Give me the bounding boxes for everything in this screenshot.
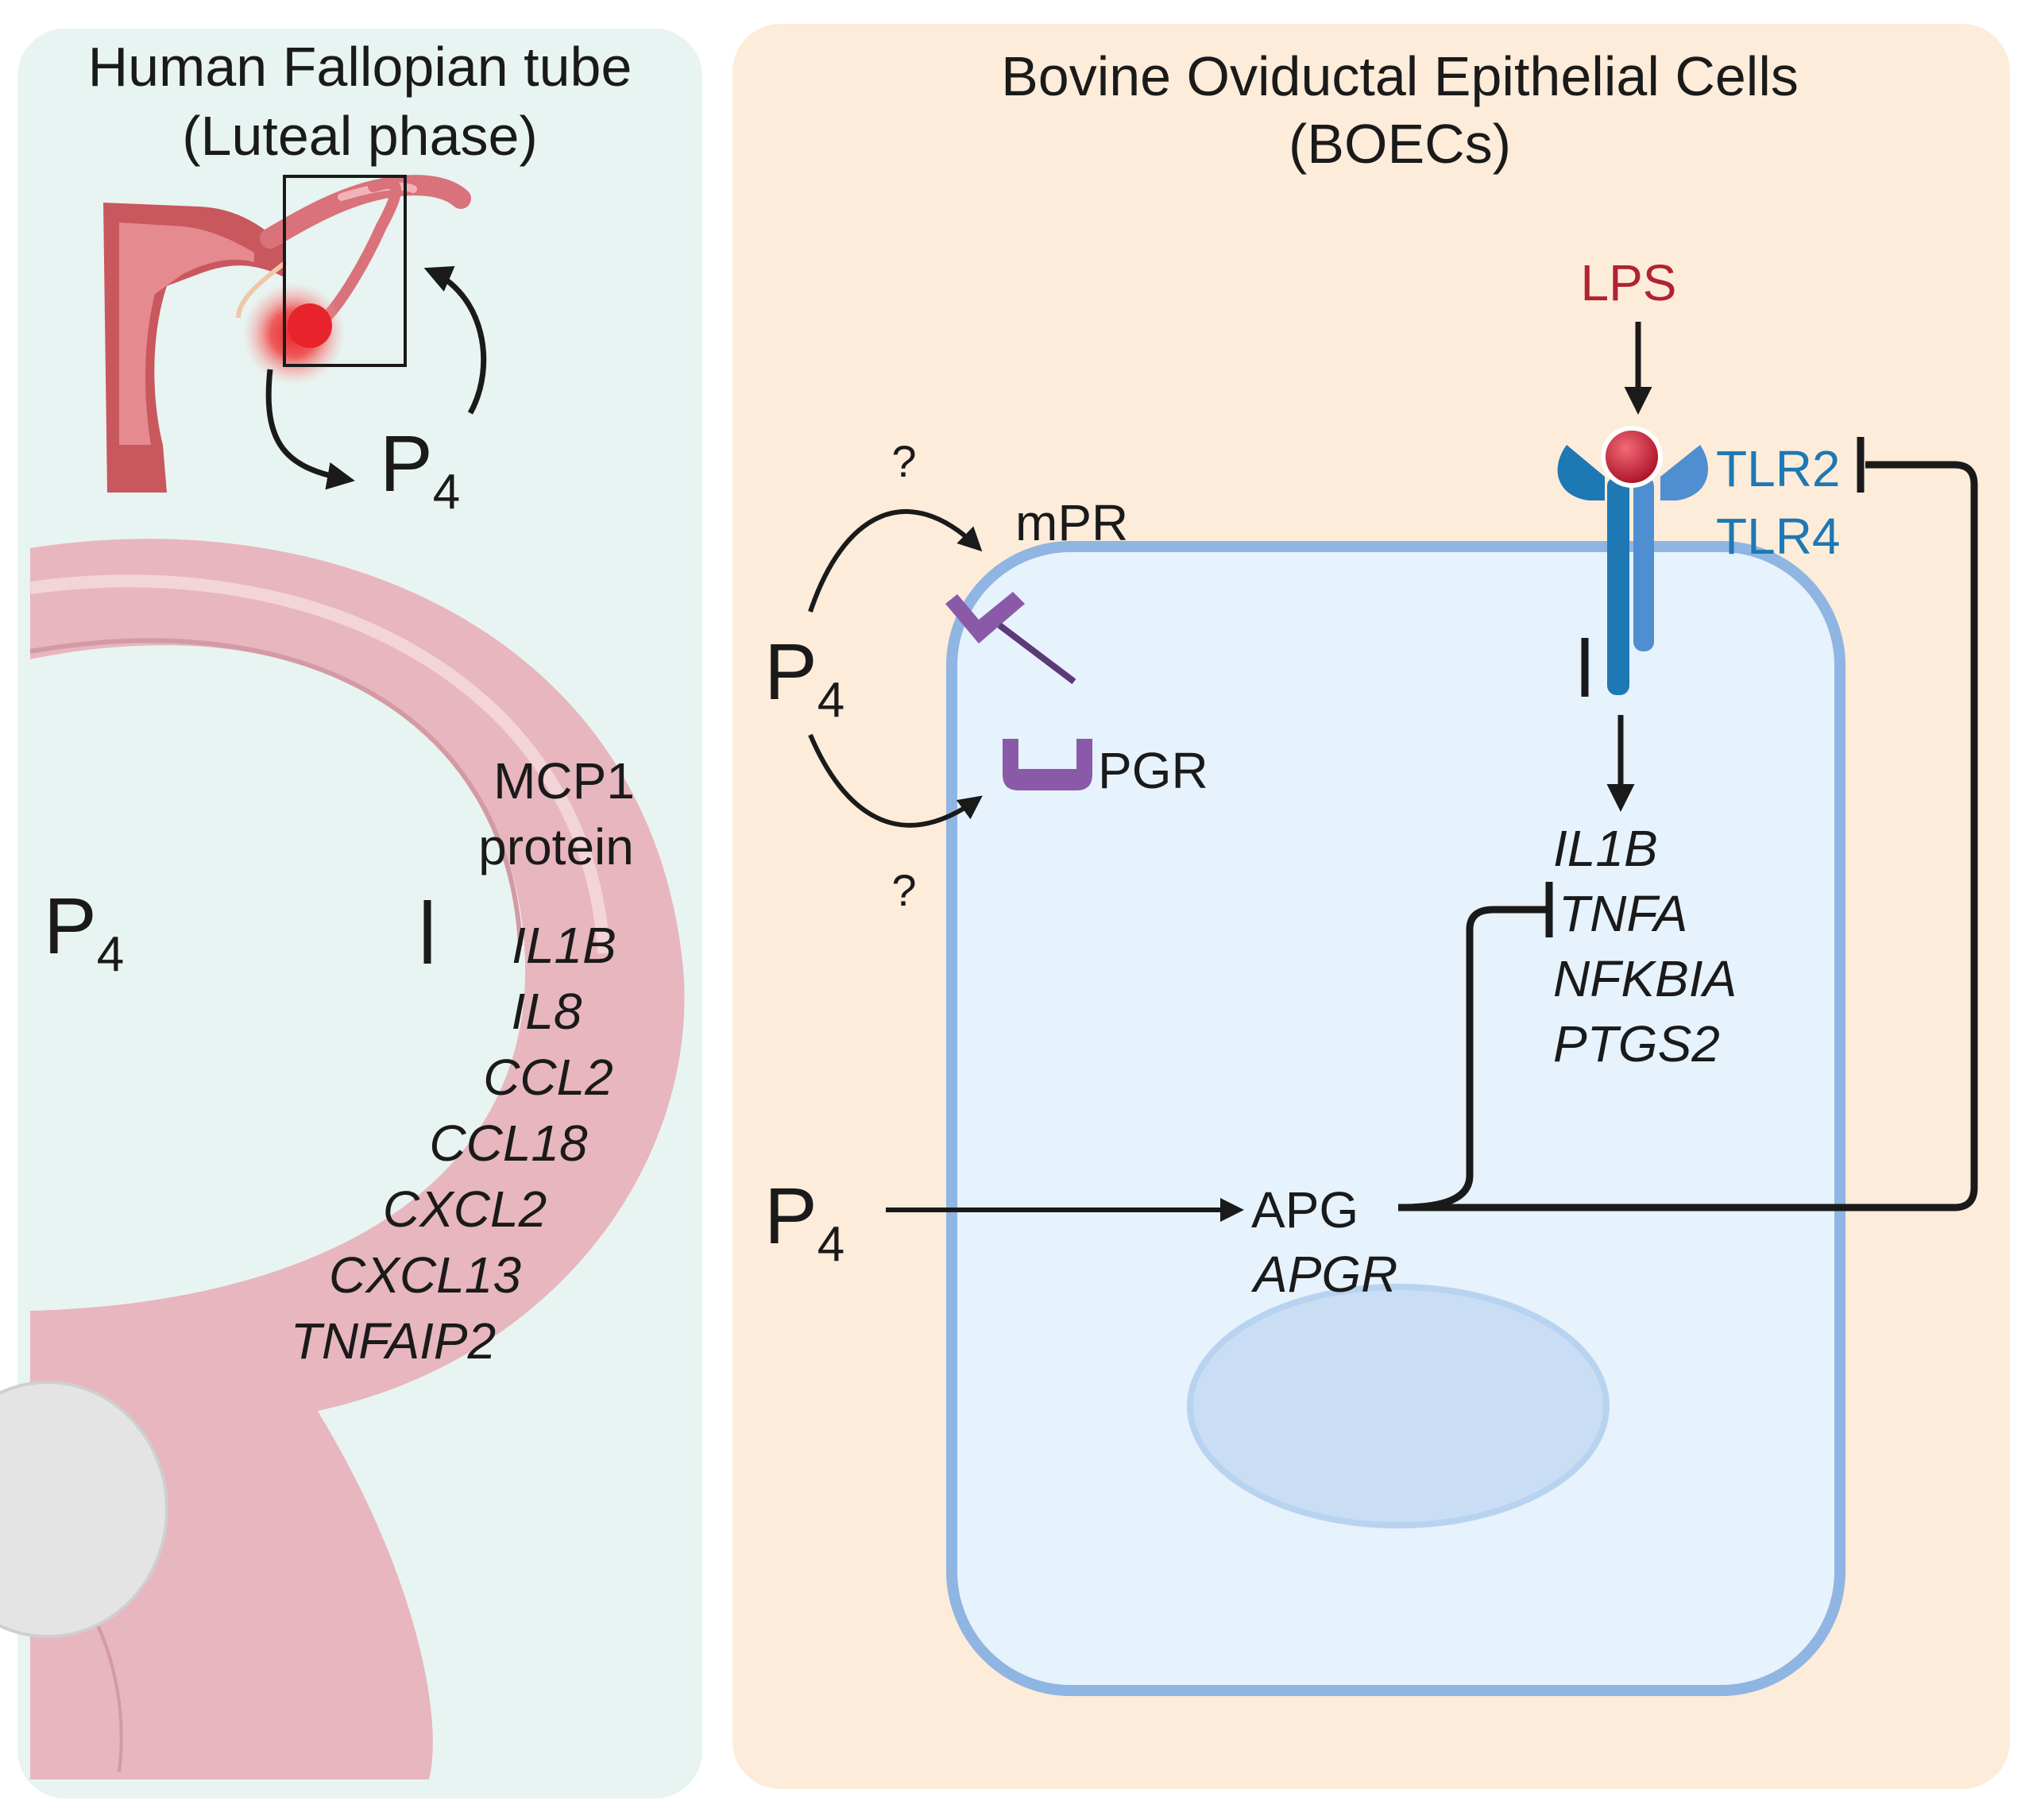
left-gene: IL1B [512, 917, 616, 974]
p4-to-tube-arrow [423, 265, 487, 415]
mcp1-protein-line2: protein [478, 818, 634, 875]
right-gene: NFKBIA [1553, 950, 1737, 1007]
cell-nucleus [1187, 1284, 1610, 1528]
uterus-illustration [103, 175, 471, 493]
pgr-label: PGR [1098, 742, 1208, 799]
question-mark-bottom: ? [891, 865, 916, 915]
left-gene: IL8 [512, 983, 582, 1040]
left-gene: CXCL13 [329, 1246, 521, 1304]
right-panel: Bovine Oviductal Epithelial Cells (BOECs… [732, 24, 2010, 1789]
question-mark-top: ? [891, 436, 916, 486]
mcp1-protein-line1: MCP1 [493, 752, 635, 810]
right-p4-receptors: P4 [764, 628, 844, 728]
p4-to-mpr-arrow [808, 509, 983, 612]
p4-to-pgr-arrow [808, 733, 983, 828]
apgr-label: APGR [1250, 1246, 1397, 1303]
mpr-label: mPR [1015, 494, 1128, 551]
tlr-receptor [1557, 426, 1708, 695]
ovary-to-p4-arrow [265, 369, 355, 490]
left-gene: TNFAIP2 [291, 1312, 496, 1370]
lps-label: LPS [1581, 254, 1677, 311]
tube-zoom-box [283, 175, 407, 367]
left-panel: Human Fallopian tube (Luteal phase) P4 [0, 29, 702, 1799]
tlr4-label: TLR4 [1716, 508, 1841, 565]
fallopian-tube-section [0, 539, 685, 1779]
epithelial-cell [946, 541, 1845, 1696]
left-panel-title-line1: Human Fallopian tube [88, 36, 632, 98]
mpr-receptor [945, 592, 1076, 685]
tlr2-label: TLR2 [1716, 440, 1841, 497]
apg-label: APG [1251, 1181, 1358, 1238]
apg-genes-inhibition-line [1401, 906, 1549, 1211]
right-panel-title-line1: Bovine Oviductal Epithelial Cells [1001, 45, 1799, 107]
left-gene: CCL18 [429, 1115, 588, 1172]
left-gene: CXCL2 [383, 1180, 547, 1238]
left-p4-inhibitor: P4 [44, 882, 124, 982]
right-gene: PTGS2 [1553, 1015, 1720, 1072]
right-panel-title-line2: (BOECs) [1289, 113, 1511, 175]
apg-tlr-feedback-line [1398, 461, 1978, 1211]
left-panel-title-line2: (Luteal phase) [182, 105, 538, 167]
pgr-receptor [1003, 739, 1092, 790]
right-p4-apg: P4 [764, 1172, 844, 1272]
right-gene: TNFA [1559, 885, 1687, 942]
left-gene: CCL2 [483, 1049, 613, 1106]
left-p4-top: P4 [380, 419, 460, 520]
right-gene: IL1B [1553, 820, 1658, 877]
